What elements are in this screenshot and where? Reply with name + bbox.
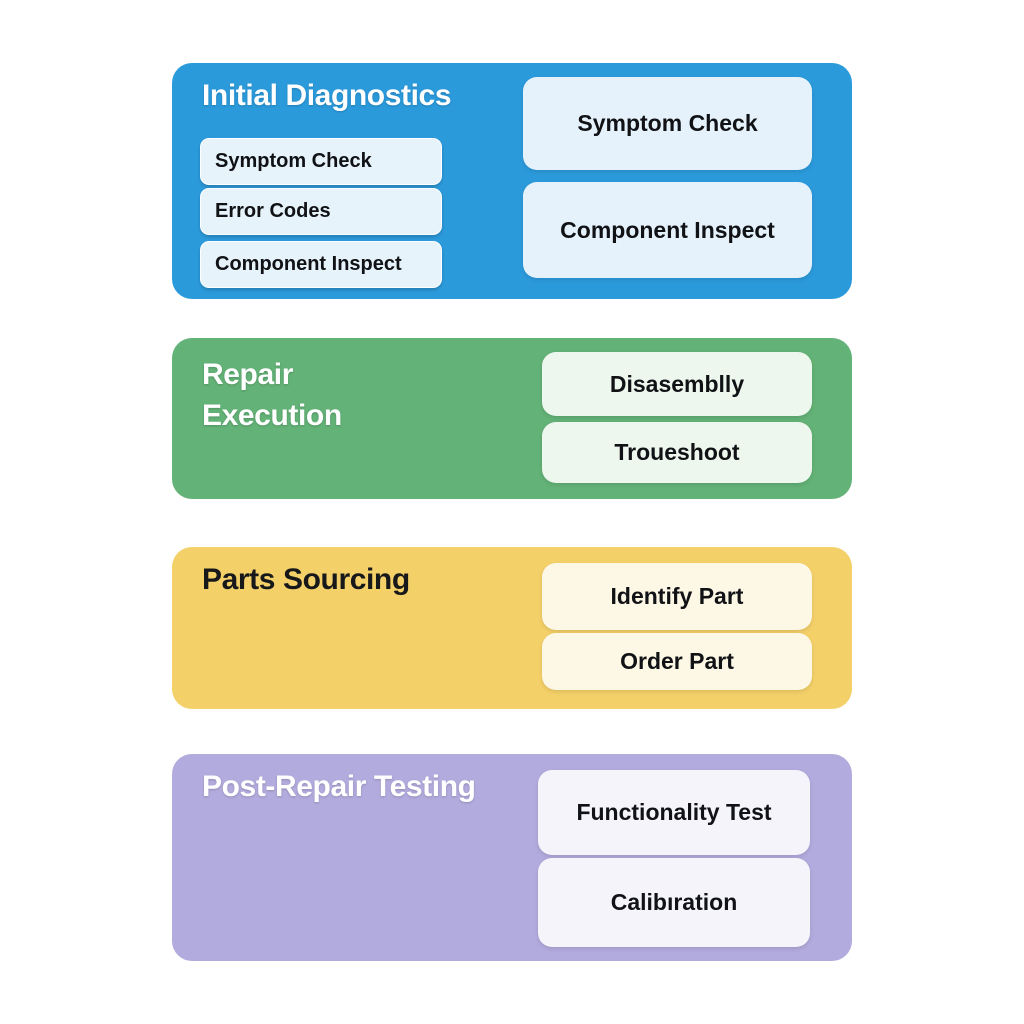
task-node: Functionality Test bbox=[538, 770, 810, 855]
task-chip: Symptom Check bbox=[200, 138, 442, 185]
stage-card-initial-diagnostics: Initial Diagnostics Symptom Check Error … bbox=[172, 63, 852, 299]
stage-card-repair-execution: Repair Execution Disasemblly Troueshoot bbox=[172, 338, 852, 499]
stage-card-parts-sourcing: Parts Sourcing Identify Part Order Part bbox=[172, 547, 852, 709]
task-node: Order Part bbox=[542, 633, 812, 690]
task-chip: Component Inspect bbox=[200, 241, 442, 288]
task-node: Calibıration bbox=[538, 858, 810, 947]
stage-title: Parts Sourcing bbox=[202, 563, 410, 596]
task-node: Disasemblly bbox=[542, 352, 812, 416]
task-node: Symptom Check bbox=[523, 77, 812, 170]
task-chip: Error Codes bbox=[200, 188, 442, 235]
task-node: Component Inspect bbox=[523, 182, 812, 278]
stage-title: Initial Diagnostics bbox=[202, 79, 452, 112]
task-node: Troueshoot bbox=[542, 422, 812, 483]
stage-title: Post-Repair Testing bbox=[202, 770, 476, 803]
stage-card-post-repair-testing: Post-Repair Testing Functionality Test C… bbox=[172, 754, 852, 961]
stage-title: Repair Execution bbox=[202, 358, 342, 433]
task-node: Identify Part bbox=[542, 563, 812, 630]
